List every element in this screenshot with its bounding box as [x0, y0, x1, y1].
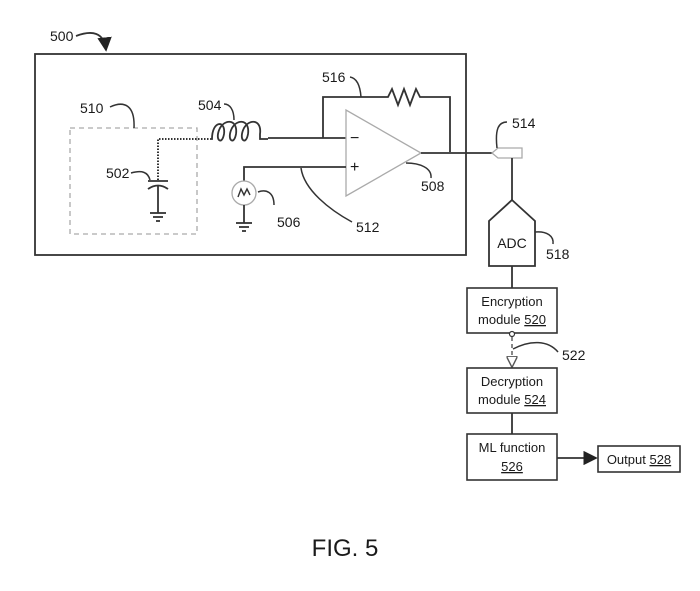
capacitor-leader [130, 170, 151, 181]
signal-source-icon [231, 180, 257, 206]
capacitor-label: 502 [106, 165, 130, 181]
channel-label: 522 [562, 347, 586, 363]
feedback-resistor-icon [322, 86, 451, 152]
sensor-region [69, 127, 198, 235]
feedback-resistor-label: 516 [322, 69, 346, 85]
reference-line-leader [300, 167, 353, 223]
encryption-line1: Encryption [481, 294, 542, 309]
output-ref: 528 [649, 452, 671, 467]
feedback-resistor-leader [349, 76, 362, 98]
capacitor-icon [147, 180, 169, 222]
sensor-region-label: 510 [80, 100, 104, 116]
signal-source-leader [257, 190, 275, 206]
op-amp-leader [405, 162, 432, 179]
system-enclosure [34, 53, 467, 256]
adc-leader [534, 231, 554, 245]
channel-leader [512, 341, 559, 353]
system-leader-arrow [75, 32, 112, 52]
channel-node-icon [508, 330, 516, 338]
system-label: 500 [50, 28, 74, 44]
sensor-region-leader [109, 103, 135, 129]
decryption-module-block [466, 367, 558, 414]
op-amp-icon [345, 108, 423, 198]
op-amp-label: 508 [421, 178, 445, 194]
op-amp-plus: + [350, 159, 359, 176]
inductor-label: 504 [198, 97, 222, 113]
adc-label: 518 [546, 246, 570, 262]
figure-caption: FIG. 5 [312, 535, 379, 562]
adc-text: ADC [497, 235, 527, 251]
encryption-line2: module 520 [478, 312, 546, 327]
encryption-ref: 520 [524, 312, 546, 327]
inductor-icon [210, 120, 268, 142]
connector-icon [490, 147, 523, 159]
decryption-line1: Decryption [481, 374, 543, 389]
reference-line-label: 512 [356, 219, 380, 235]
encryption-module-block [466, 287, 558, 334]
ml-function-block [466, 433, 558, 481]
connector-leader [495, 121, 508, 149]
sensor-wire [157, 138, 210, 180]
output-text: Output 528 [607, 452, 671, 467]
plus-input-wire [243, 166, 346, 181]
decryption-ref: 524 [524, 392, 546, 407]
op-amp-minus: − [350, 130, 359, 147]
decryption-line2: module 524 [478, 392, 546, 407]
ml-ref: 526 [501, 459, 523, 474]
ground-icon [236, 205, 252, 232]
ml-line1: ML function [479, 440, 546, 455]
connector-label: 514 [512, 115, 536, 131]
signal-source-label: 506 [277, 214, 301, 230]
adc-block [488, 198, 536, 267]
inductor-leader [223, 103, 235, 121]
output-block [597, 445, 681, 473]
sine-wave-icon [237, 187, 251, 198]
